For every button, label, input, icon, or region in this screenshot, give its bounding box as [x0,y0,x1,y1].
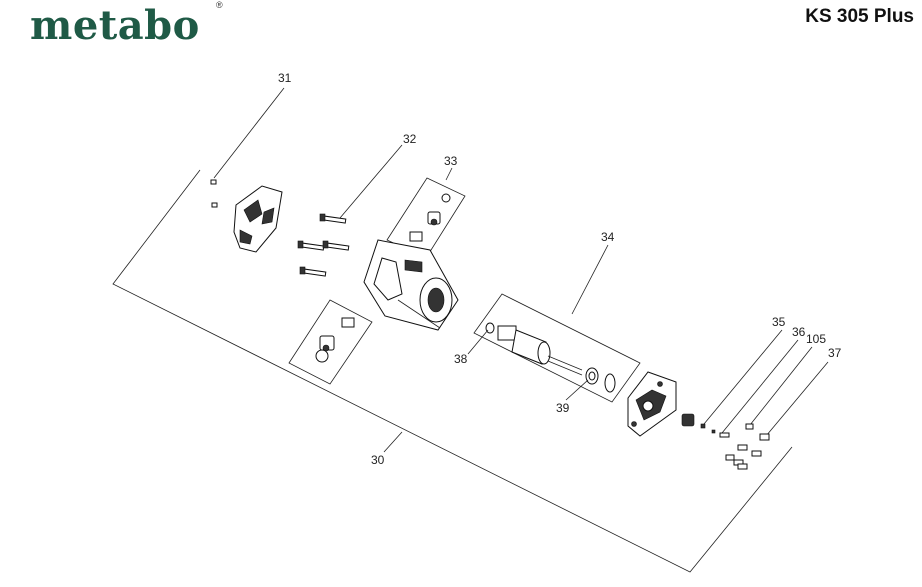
gear-housing [627,371,677,437]
callout-32: 32 [403,132,417,146]
leader-33 [445,167,453,181]
callout-36: 36 [792,325,806,339]
screw-32-a [319,213,347,224]
small-parts-cluster [700,423,770,470]
leader-39 [565,379,589,401]
brush-holder-lower [315,317,355,363]
leader-38 [467,329,489,355]
screw-32-d [299,266,327,277]
brush-holder-upper [409,193,451,242]
callout-34: 34 [601,230,615,244]
callout-35: 35 [772,315,786,329]
leader-30 [383,431,403,453]
leader-34 [571,244,609,315]
callout-37: 37 [828,346,842,360]
ring-washer [604,373,616,393]
screw-31-b [211,202,218,208]
callout-31: 31 [278,71,292,85]
assembly-frame-30 [112,169,793,573]
callout-39: 39 [556,401,570,415]
pinion-gear [681,413,695,427]
screw-32-c [322,240,350,251]
leader-32 [339,144,403,219]
leader-105 [749,346,813,426]
bearing-39 [585,367,599,385]
screw-32-b [297,240,325,251]
callout-33: 33 [444,154,458,168]
brush-cover-31 [233,185,283,253]
model-title: KS 305 Plus [805,6,914,27]
leader-36 [721,339,799,434]
brush-holder-box-lower [288,299,373,385]
callout-105: 105 [806,332,826,346]
leader-31 [213,87,285,179]
registered-mark: ® [216,0,223,10]
armature-box [473,293,641,403]
stator-housing [363,239,459,331]
callout-38: 38 [454,352,468,366]
brand-logo: metabo [30,2,200,49]
screw-31-a [210,179,217,185]
leader-35 [703,329,783,425]
armature-rotor [485,322,583,376]
leader-37 [765,361,829,437]
callout-30: 30 [371,453,385,467]
